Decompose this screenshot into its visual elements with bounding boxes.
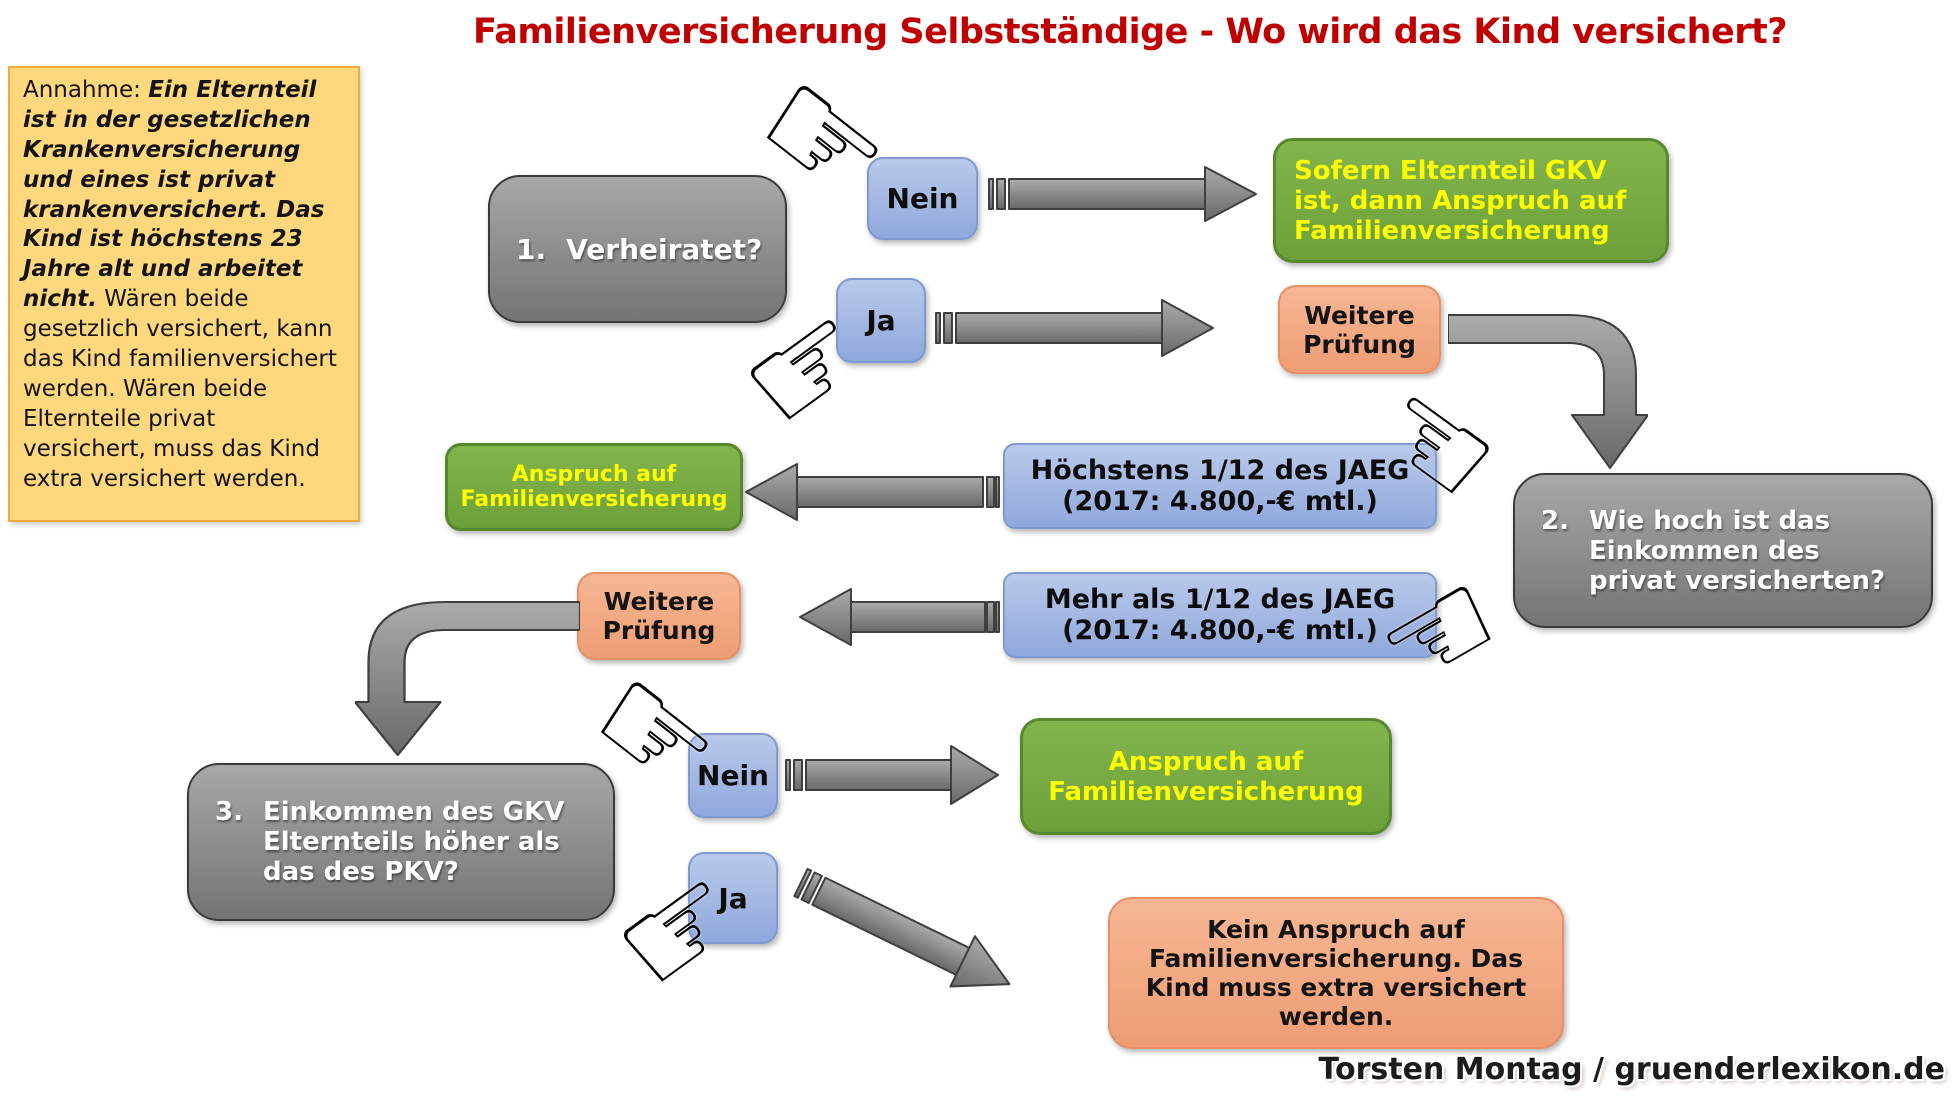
result-no-claim-box: Kein Anspruch auf Familienversicherung. … (1108, 897, 1564, 1049)
option-income-high-button[interactable]: Mehr als 1/12 des JAEG (2017: 4.800,-€ m… (1003, 572, 1437, 658)
result-gkv-claim-box: Sofern Elternteil GKV ist, dann Anspruch… (1273, 138, 1669, 263)
arrow-elbow-to-question-2 (1448, 314, 1648, 469)
assumption-emphasis: Ein Elternteil ist in der gesetzlichen K… (23, 77, 325, 313)
question-2-text: Wie hoch ist das Einkommen des privat ve… (1588, 505, 1886, 596)
question-1-row: 1. Verheiratet? (516, 233, 762, 266)
answer-yes-3-button[interactable]: Ja (688, 852, 778, 944)
result-claim-2-line2: Familienversicherung (460, 487, 728, 512)
result-claim-3-line1: Anspruch auf (1108, 746, 1304, 777)
question-2-row: 2. Wie hoch ist das Einkommen des privat… (1541, 506, 1889, 596)
assumption-prefix: Annahme: (23, 77, 149, 103)
assumption-rest: Wären beide gesetzlich versichert, kann … (23, 286, 337, 492)
result-claim-2-line1: Anspruch auf (511, 462, 677, 487)
arrow-yes3-to-no-claim (793, 867, 1011, 988)
option-income-low-button[interactable]: Höchstens 1/12 des JAEG (2017: 4.800,-€ … (1003, 443, 1437, 529)
further-check-1-box: Weitere Prüfung (1278, 285, 1441, 374)
arrow-yes1-to-check (935, 299, 1214, 357)
question-3-text: Einkommen des GKV Elternteils höher als … (262, 797, 565, 887)
option-income-low-line2: (2017: 4.800,-€ mtl.) (1062, 486, 1378, 517)
question-1-box: 1. Verheiratet? (488, 175, 787, 323)
question-1-text: Verheiratet? (566, 232, 763, 266)
arrow-low-to-claim (745, 463, 1000, 521)
option-income-high-line1: Mehr als 1/12 des JAEG (1044, 584, 1396, 615)
arrow-no3-to-claim (785, 745, 999, 805)
page-title: Familienversicherung Selbstständige - Wo… (472, 12, 1788, 52)
answer-no-1-button[interactable]: Nein (867, 157, 978, 240)
arrow-high-to-check (799, 588, 1000, 646)
result-claim-3-box: Anspruch auf Familienversicherung (1020, 718, 1392, 835)
question-2-box: 2. Wie hoch ist das Einkommen des privat… (1513, 473, 1933, 628)
option-income-high-line2: (2017: 4.800,-€ mtl.) (1062, 615, 1378, 646)
assumption-note: Annahme: Ein Elternteil ist in der geset… (8, 66, 360, 522)
question-3-box: 3. Einkommen des GKV Elternteils höher a… (187, 763, 615, 921)
author-credit: Torsten Montag / gruenderlexikon.de (1318, 1052, 1946, 1087)
arrow-elbow-to-question-3 (355, 601, 580, 756)
result-claim-2-box: Anspruch auf Familienversicherung (445, 443, 743, 531)
arrow-no1-to-result (988, 166, 1257, 222)
answer-no-3-button[interactable]: Nein (688, 733, 778, 818)
further-check-2-box: Weitere Prüfung (577, 572, 741, 660)
result-claim-3-line2: Familienversicherung (1048, 776, 1364, 807)
answer-yes-1-button[interactable]: Ja (836, 278, 926, 363)
question-3-number: 3. (215, 797, 243, 827)
question-2-number: 2. (1541, 505, 1569, 536)
option-income-low-line1: Höchstens 1/12 des JAEG (1030, 455, 1410, 486)
question-3-row: 3. Einkommen des GKV Elternteils höher a… (215, 797, 583, 887)
question-1-number: 1. (516, 232, 547, 266)
